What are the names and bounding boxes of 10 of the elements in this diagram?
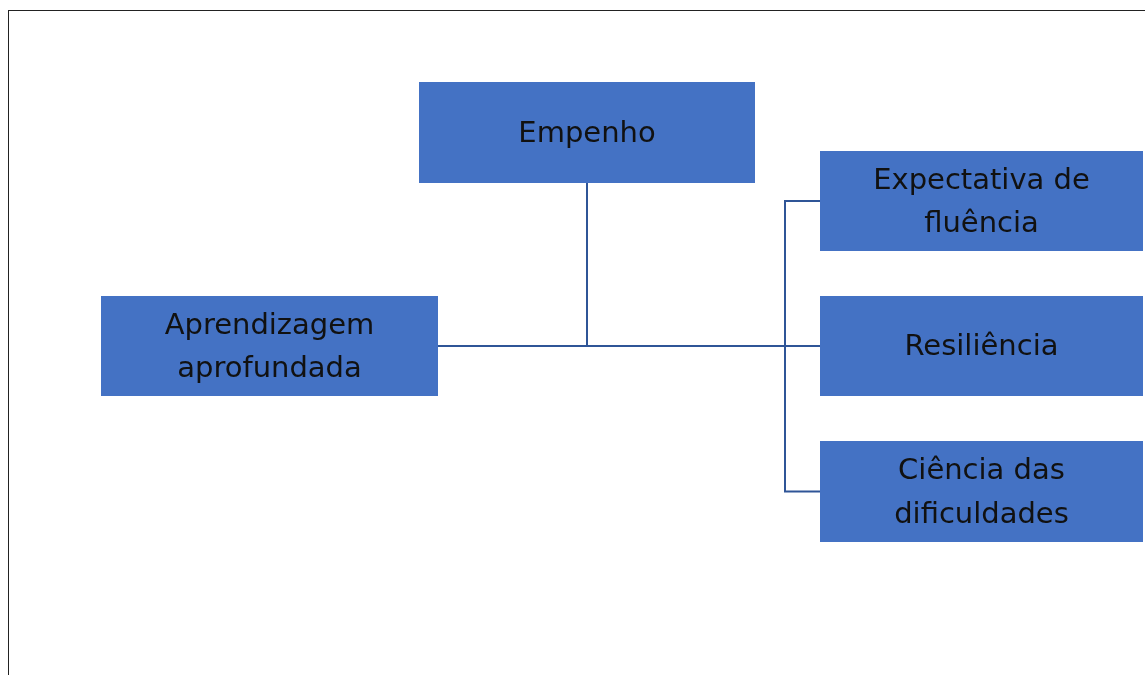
process-box bbox=[820, 151, 1143, 251]
process-box bbox=[820, 441, 1143, 542]
box-label: Empenho bbox=[518, 113, 656, 151]
process-box bbox=[820, 296, 1143, 396]
box-label: Ciência das dificuldades bbox=[893, 451, 1070, 532]
box-label: Expectativa de fluência bbox=[872, 160, 1091, 241]
box-label: Aprendizagem aprofundada bbox=[163, 305, 376, 386]
process-box bbox=[101, 296, 438, 396]
process-box bbox=[419, 82, 755, 183]
box-label: Resiliência bbox=[904, 327, 1059, 365]
